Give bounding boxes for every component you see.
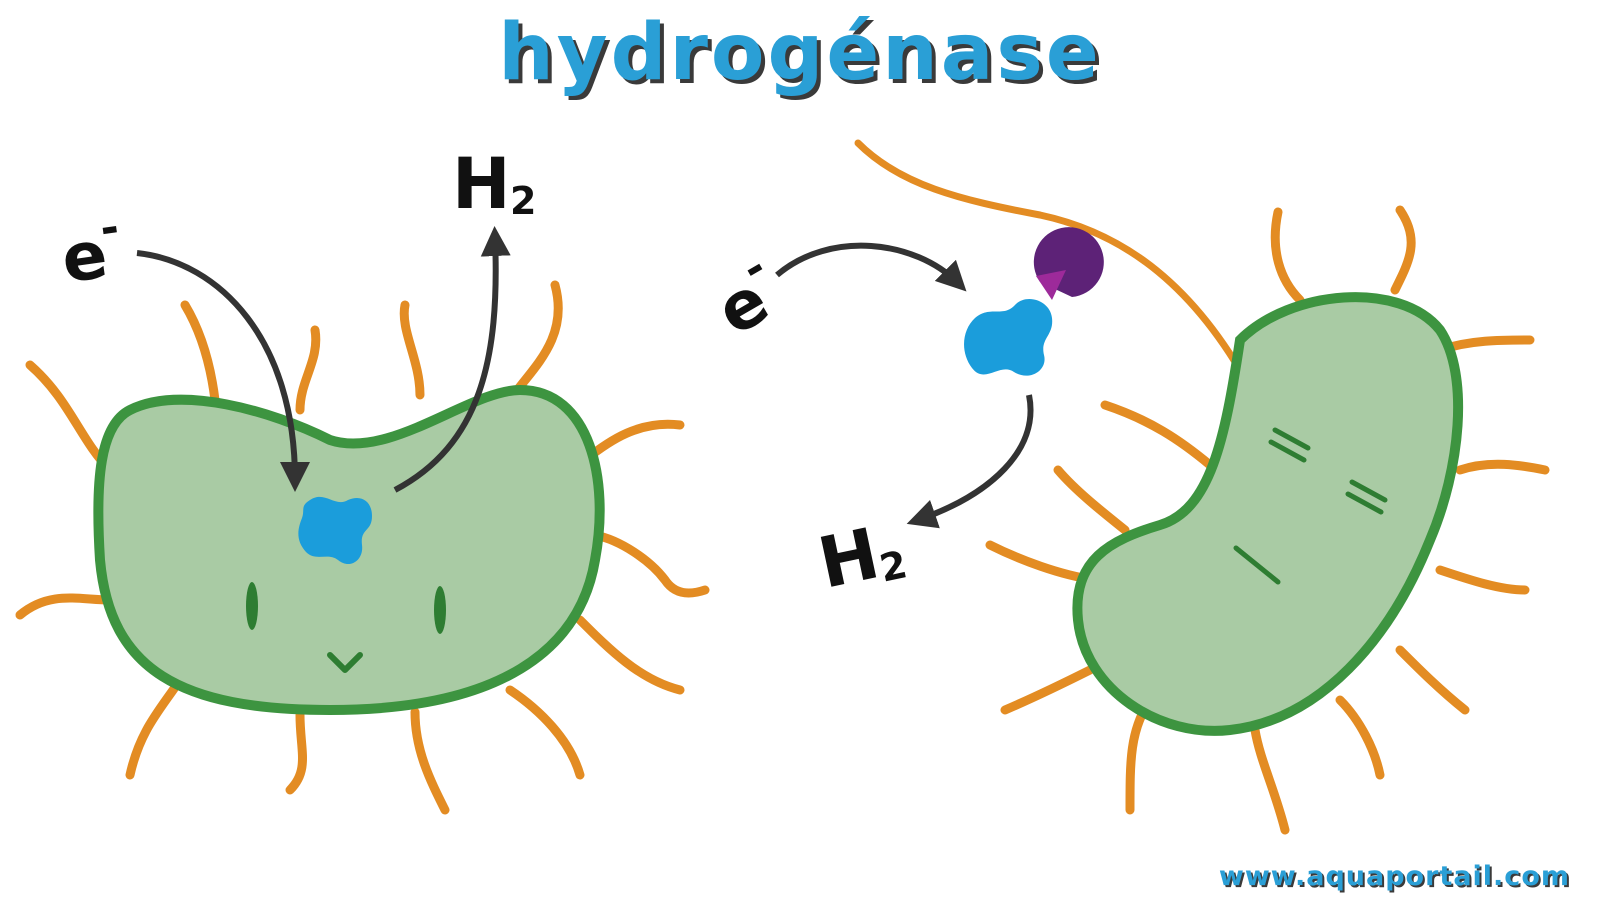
left-cell-eye (434, 586, 446, 634)
right-cell-body (1072, 292, 1464, 736)
left-electron-label: e - (57, 202, 122, 299)
left-cell-eye (246, 582, 258, 630)
left-electron-arrow (136, 250, 310, 492)
right-electron-arrow (775, 242, 967, 292)
right-cell-markings (1233, 427, 1388, 585)
diagram-title: hydrogénase (498, 8, 1102, 98)
website-watermark: www.aquaportail.com (1218, 861, 1570, 892)
electron-symbol: e (57, 216, 112, 298)
right-bacterium (775, 139, 1550, 835)
right-flagellum (854, 139, 1244, 374)
left-cell-mouth (327, 652, 363, 673)
left-hydrogenase-enzyme (298, 496, 372, 565)
right-hydrogen-label: H 2 (812, 512, 911, 604)
left-hydrogen-arrow (393, 226, 511, 493)
hydrogen-symbol: H (812, 512, 886, 604)
right-electron-label: e - (704, 242, 781, 351)
inhibitor-molecule (1033, 227, 1104, 300)
electron-symbol: e (704, 261, 781, 350)
right-hydrogen-arrow (906, 394, 1034, 529)
hydrogen-subscript: 2 (510, 179, 536, 223)
left-hydrogen-label: H 2 (452, 143, 536, 225)
left-pili (15, 280, 710, 815)
hydrogen-symbol: H (452, 143, 511, 225)
right-hydrogenase-enzyme (964, 299, 1053, 376)
left-bacterium (15, 226, 710, 815)
